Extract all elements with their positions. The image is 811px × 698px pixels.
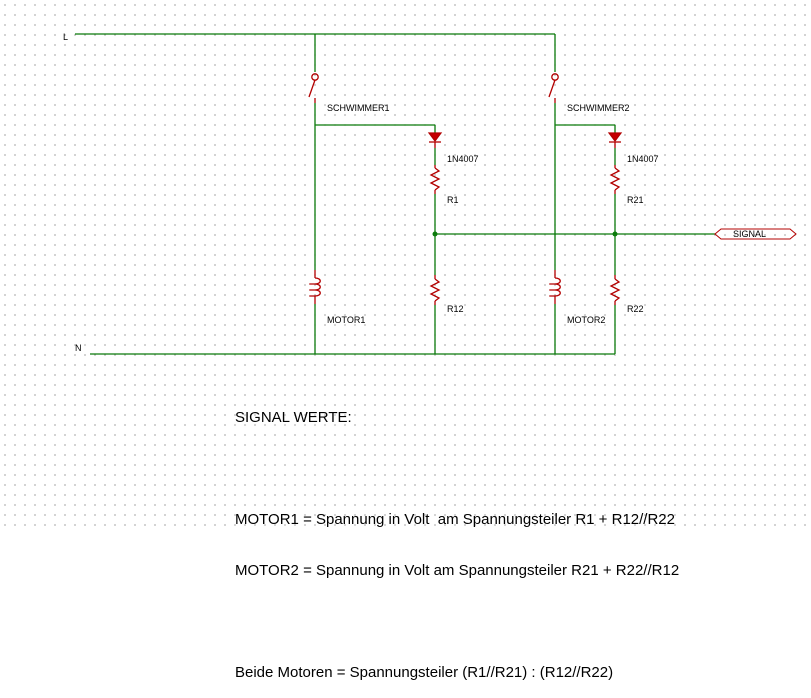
resistor-r21 xyxy=(609,165,621,194)
switch-schwimmer1 xyxy=(308,73,319,103)
notes-line-motor1: MOTOR1 = Spannung in Volt am Spannungste… xyxy=(235,511,675,528)
diode-1n4007-1 xyxy=(427,132,443,148)
r22-label: R22 xyxy=(627,304,644,314)
diode1-label: 1N4007 xyxy=(447,154,479,164)
switch-schwimmer2 xyxy=(548,73,559,103)
switch1-label: SCHWIMMER1 xyxy=(327,103,390,113)
notes-spacer xyxy=(235,613,679,630)
rail-n-label: N xyxy=(75,343,82,353)
diode2-label: 1N4007 xyxy=(627,154,659,164)
notes-spacer xyxy=(235,460,679,477)
switch2-label: SCHWIMMER2 xyxy=(567,103,630,113)
r1-label: R1 xyxy=(447,195,459,205)
notes-line-both: Beide Motoren = Spannungsteiler (R1//R21… xyxy=(235,664,614,681)
motor1-label: MOTOR1 xyxy=(327,315,365,325)
motor2-label: MOTOR2 xyxy=(567,315,605,325)
notes-line-motor2: MOTOR2 = Spannung in Volt am Spannungste… xyxy=(235,562,680,579)
signal-notes: SIGNAL WERTE: MOTOR1 = Spannung in Volt … xyxy=(235,375,679,698)
motor2-coil xyxy=(549,270,561,304)
diode-1n4007-2 xyxy=(607,132,623,148)
junction-r1-r12 xyxy=(432,231,438,237)
schematic-canvas: SIGNAL L N SCHWIMMER1 SCHWIMMER2 1N4007 … xyxy=(0,0,811,681)
r21-label: R21 xyxy=(627,195,644,205)
signal-label: SIGNAL xyxy=(733,229,766,239)
r12-label: R12 xyxy=(447,304,464,314)
notes-heading: SIGNAL WERTE: xyxy=(235,409,352,426)
resistor-r1 xyxy=(429,165,441,194)
circuit-diagram: SIGNAL L N SCHWIMMER1 SCHWIMMER2 1N4007 … xyxy=(63,32,797,355)
motor1-coil xyxy=(309,270,321,304)
signal-port: SIGNAL xyxy=(714,228,797,240)
rail-l-label: L xyxy=(63,32,68,42)
resistor-r12 xyxy=(429,275,441,305)
resistor-r22 xyxy=(609,275,621,305)
